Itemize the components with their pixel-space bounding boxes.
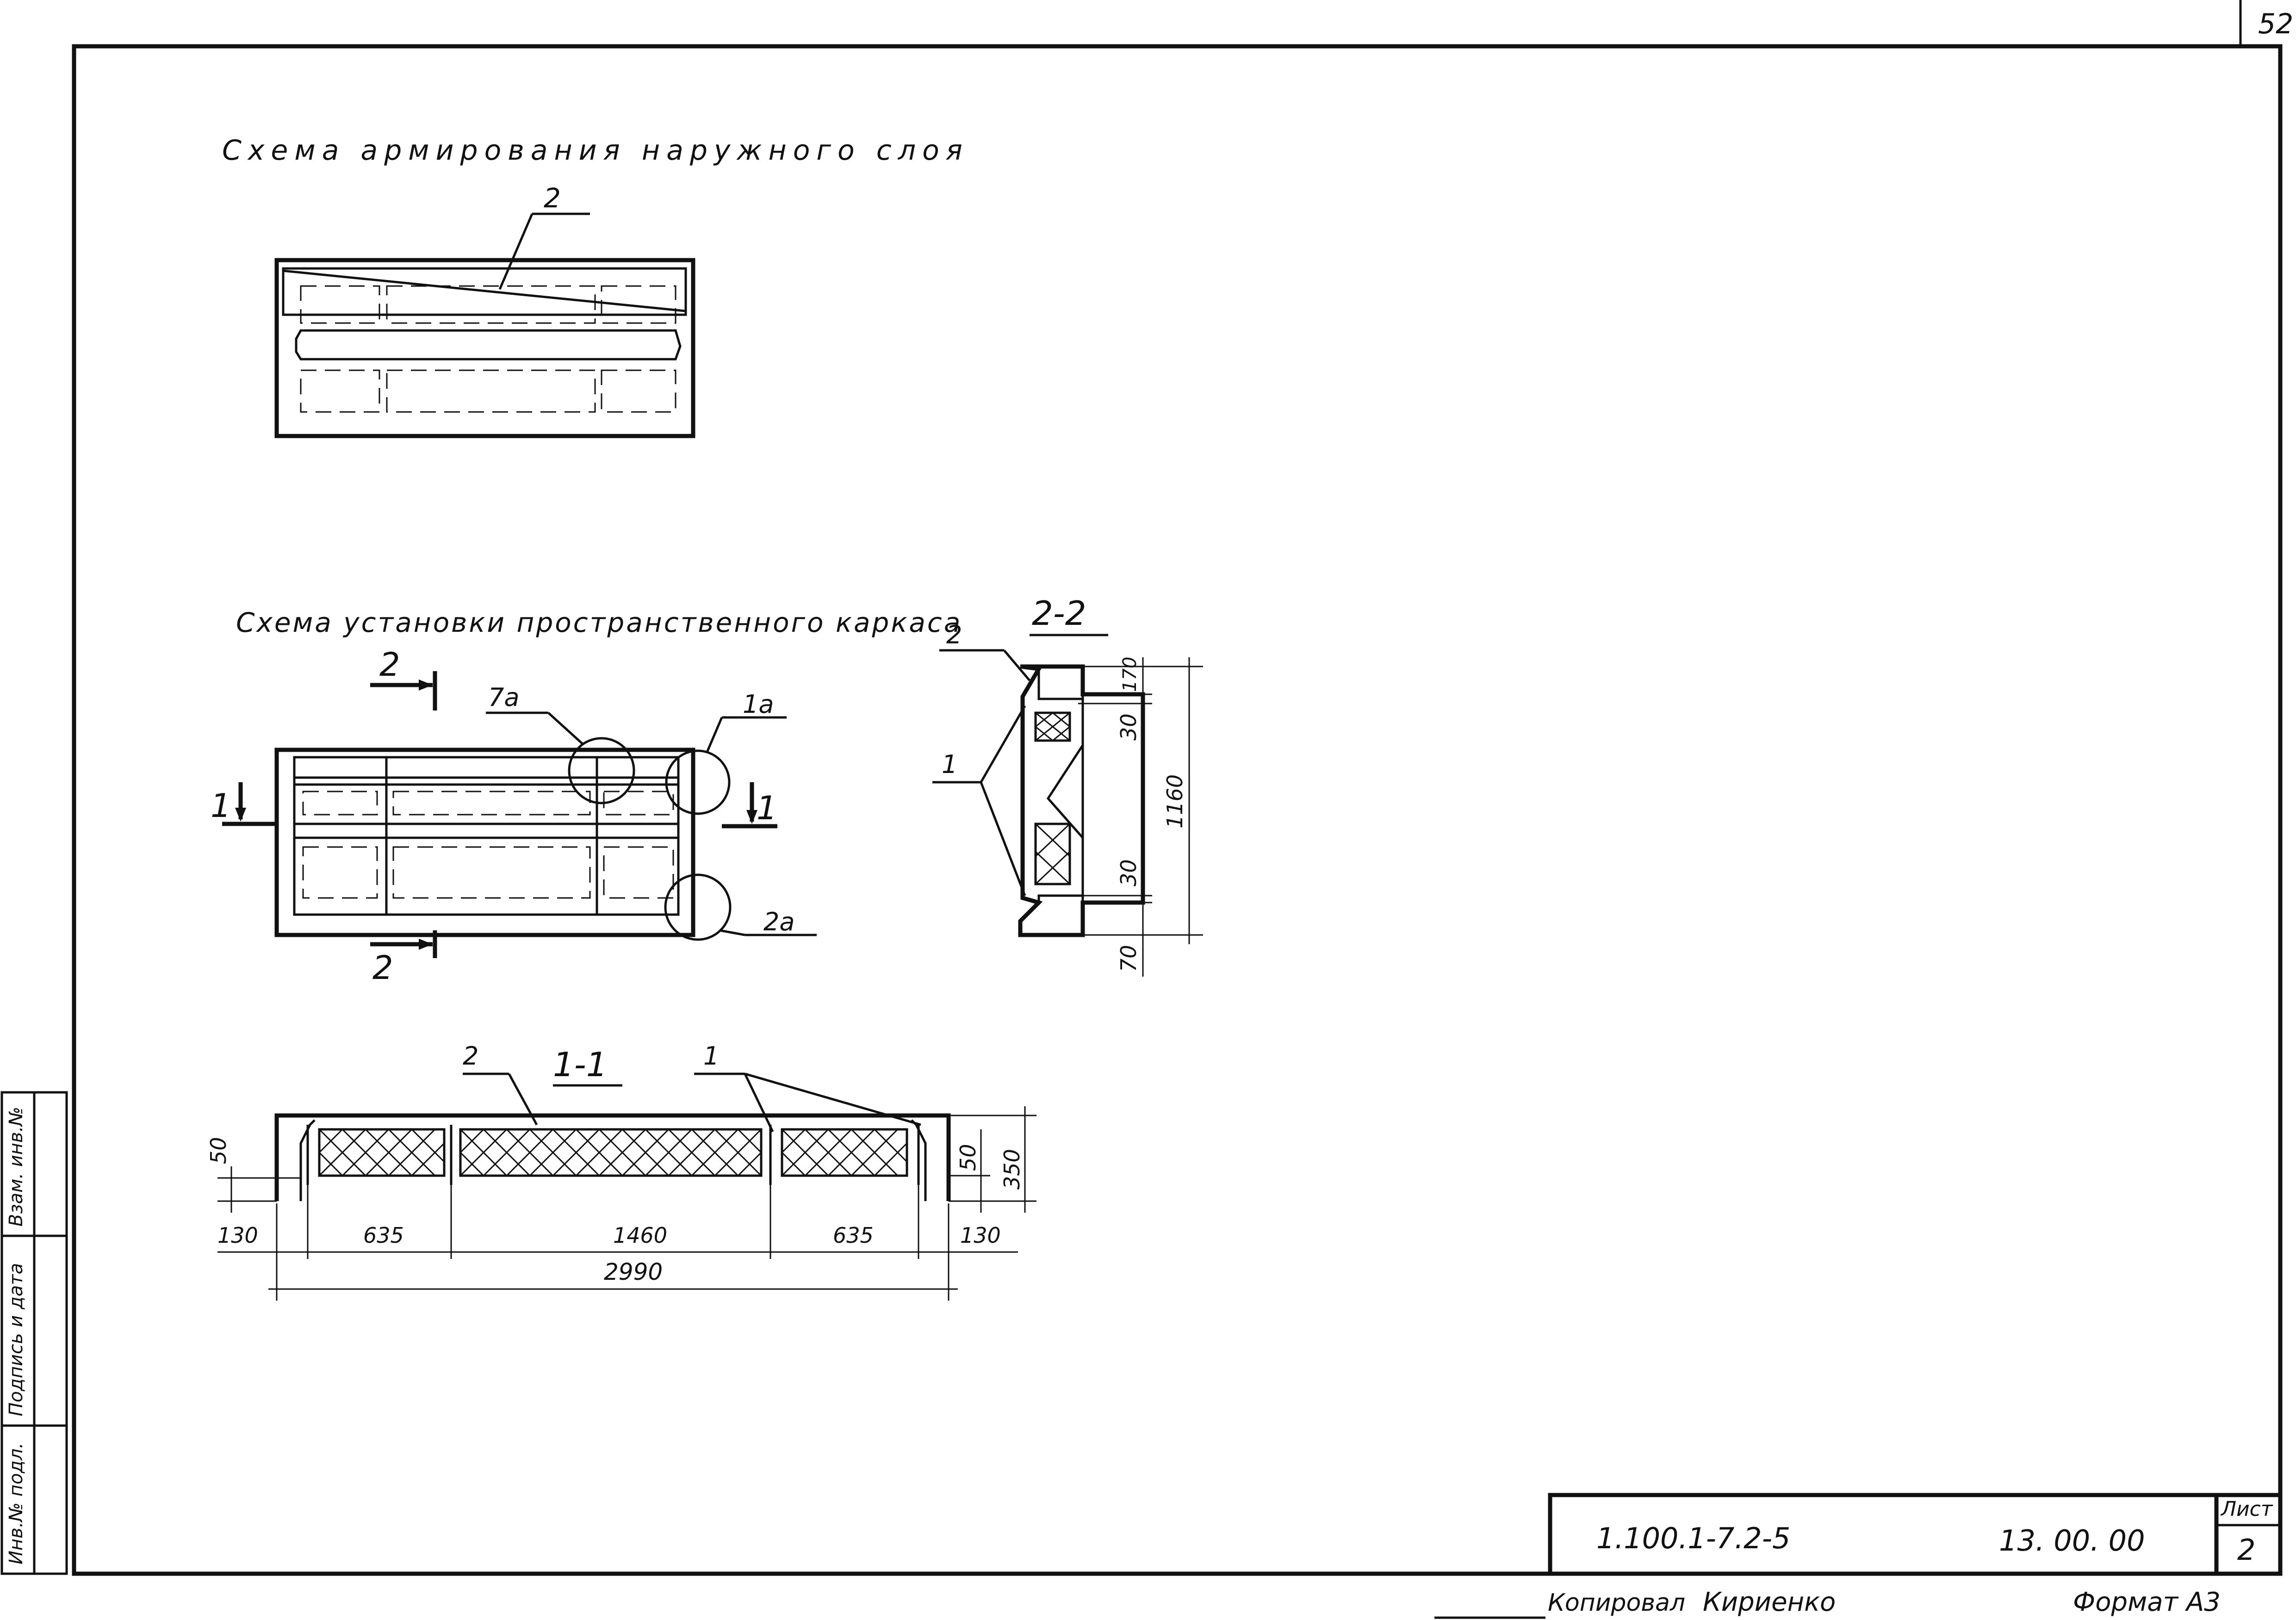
section-1-1-dim-350: 350 [999, 1149, 1024, 1190]
section-2-2-dim-30-bottom: 30 [1116, 859, 1141, 886]
section-1-1: 1-1 2 1 50 [206, 1041, 1036, 1301]
section-2-2-leader-1: 1 [942, 750, 957, 779]
section-2-2: 2-2 2 1 170 30 1160 30 70 [932, 594, 1203, 977]
section-2-2-dim-1160: 1160 [1162, 774, 1187, 829]
side-stamp-signature: Подпись и дата [6, 1263, 27, 1416]
node-7a-label: 7а [488, 683, 519, 712]
title-frame-install: Схема установки пространственного каркас… [236, 607, 962, 638]
section-2-2-leader-2: 2 [946, 620, 962, 649]
section-1-1-dim-1460: 1460 [613, 1223, 667, 1248]
frame-install-scheme: 7а 1а 2а 2 2 1 1 [211, 646, 817, 987]
cut-1-left: 1 [211, 787, 231, 825]
outer-frame [72, 44, 2283, 1576]
cut-2-top: 2 [379, 646, 400, 684]
title-block-number: 13. 00. 00 [1999, 1524, 2145, 1558]
section-1-1-title: 1-1 [553, 1045, 608, 1084]
title-block-sheet-label: Лист [2220, 1497, 2273, 1521]
side-stamp-inv: Инв.№ подл. [6, 1443, 27, 1564]
footer-format: Формат А3 [2073, 1587, 2221, 1617]
section-2-2-dim-30-top: 30 [1116, 713, 1141, 741]
cut-1-right: 1 [757, 789, 777, 827]
section-1-1-dim-50-right: 50 [956, 1144, 980, 1171]
section-1-1-dim-50-left: 50 [206, 1137, 231, 1164]
title-outer-layer: Схема армирования наружного слоя [222, 134, 969, 167]
section-1-1-dim-130-right: 130 [960, 1223, 1001, 1248]
section-1-1-dim-total: 2990 [604, 1259, 663, 1285]
section-2-2-title: 2-2 [1032, 594, 1086, 633]
footer-name: Кириенко [1703, 1587, 1836, 1617]
side-stamp: Инв.№ подл. Подпись и дата Взам. инв.№ [0, 1091, 68, 1575]
outer-layer-leader-label: 2 [544, 182, 561, 214]
title-block: 1.100.1-7.2-5 13. 00. 00 Лист 2 [1548, 1493, 2280, 1574]
cut-2-bottom: 2 [372, 949, 393, 987]
node-1a-label: 1а [743, 690, 774, 719]
node-2a-label: 2а [763, 907, 794, 936]
footer-copied: Копировал [1548, 1589, 1685, 1617]
section-2-2-dim-170: 170 [1119, 657, 1141, 692]
title-block-code: 1.100.1-7.2-5 [1596, 1521, 1790, 1555]
section-1-1-dim-635-left: 635 [363, 1223, 404, 1248]
side-stamp-replace: Взам. инв.№ [6, 1107, 27, 1227]
section-1-1-dim-130-left: 130 [217, 1223, 258, 1248]
section-1-1-leader-2: 2 [463, 1041, 478, 1071]
section-1-1-dim-635-right: 635 [833, 1223, 874, 1248]
outer-layer-scheme: 2 [274, 182, 695, 438]
title-block-sheet-value: 2 [2237, 1533, 2255, 1567]
section-1-1-leader-1: 1 [703, 1041, 719, 1071]
sheet-number-corner: 52 [2258, 8, 2293, 40]
section-2-2-dim-70: 70 [1116, 945, 1141, 972]
